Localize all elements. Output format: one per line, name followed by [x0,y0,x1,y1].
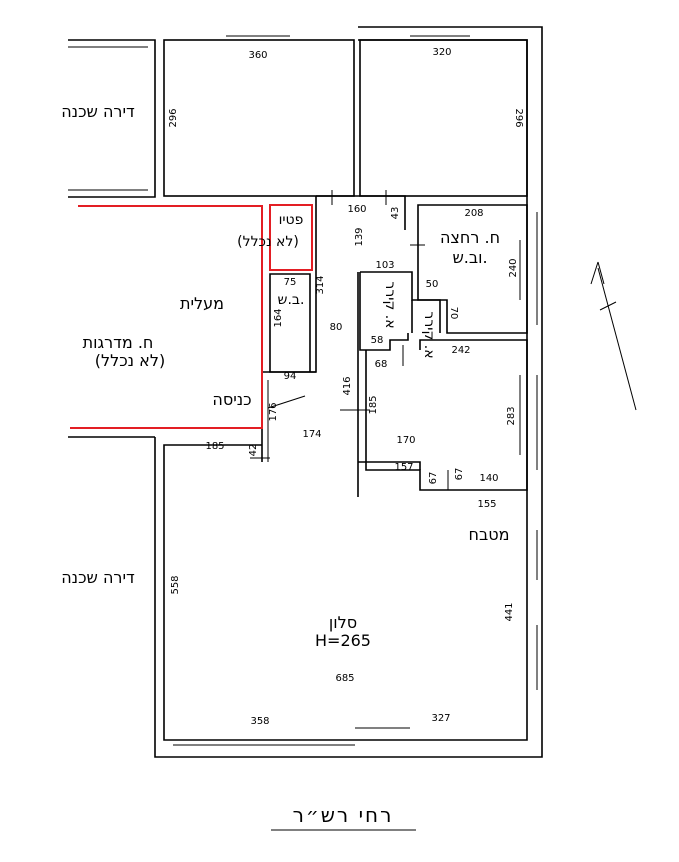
excluded-outline [70,204,313,429]
dim-42: 42 [248,444,259,457]
dim-170: 170 [396,435,415,446]
label-stairs: ח. מדרגות [83,333,154,352]
label-hall-b: א. קירר [421,311,437,358]
label-stairs-excluded: (לא נכלל) [95,351,165,370]
label-patio-excluded: (לא נכלל) [237,234,299,250]
dim-327: 327 [431,713,450,724]
title-text: רחי רש״ר [293,803,394,827]
hall-rooms [359,271,441,366]
label-patio: פטיו [279,212,304,228]
entrance-door [250,371,316,462]
dim-208: 208 [464,208,483,219]
dim-67-b: 67 [454,468,465,481]
dim-67-a: 67 [428,472,439,485]
dim-140: 140 [479,473,498,484]
dimension-labels: 360 320 296 296 160 43 208 139 103 240 5… [168,47,524,727]
label-entrance: כניסה [212,390,251,409]
label-living-height: H=265 [315,631,371,650]
dim-176: 176 [268,402,279,421]
dim-314: 314 [315,275,326,294]
label-toilet: ב.ש. [278,292,305,308]
label-hall-a: א. קירר [382,281,398,328]
label-living: סלון [329,613,357,632]
dim-70: 70 [448,307,459,320]
label-neighbor-bottom: דירה שכנה [61,568,135,587]
dim-358: 358 [250,716,269,727]
dim-75: 75 [284,277,297,288]
north-arrow-icon [590,261,637,411]
corridor-walls [269,190,406,373]
dim-296-right: 296 [513,108,524,127]
dim-50: 50 [426,279,439,290]
room-labels: דירה שכנה דירה שכנה פטיו (לא נכלל) ח. רח… [61,102,509,650]
dim-160: 160 [347,204,366,215]
dim-68: 68 [375,359,388,370]
dim-155: 155 [477,499,496,510]
dim-58: 58 [371,335,384,346]
dim-320: 320 [432,47,451,58]
label-neighbor-top: דירה שכנה [61,102,135,121]
dim-441: 441 [504,602,515,621]
dim-94: 94 [284,371,297,382]
dim-558: 558 [170,575,181,594]
label-kitchen: מטבח [469,525,510,544]
bedroom-middle [365,339,528,491]
dim-685: 685 [335,673,354,684]
neighbor-top-walls [68,39,156,198]
dim-139: 139 [354,227,365,246]
plan-title: רחי רש״ר [271,803,416,831]
dim-103: 103 [375,260,394,271]
label-shower-wc: וב.ש. [452,248,487,267]
bedroom-left [163,39,355,197]
dim-296-left: 296 [168,108,179,127]
dim-43: 43 [390,207,401,220]
dim-80: 80 [330,322,343,333]
bedroom-right [359,39,528,197]
dim-185-entry: 185 [205,441,224,452]
dim-157: 157 [394,462,413,473]
label-elevator: מעלית [180,294,224,313]
central-partition [340,272,421,497]
dim-242: 242 [451,345,470,356]
dim-283: 283 [506,406,517,425]
label-shower: ח. רחצה [440,228,500,247]
dim-185-hall: 185 [368,395,379,414]
dim-240: 240 [508,258,519,277]
dim-174: 174 [302,429,321,440]
dim-360: 360 [248,50,267,61]
dim-164: 164 [273,308,284,327]
dim-416: 416 [342,376,353,395]
